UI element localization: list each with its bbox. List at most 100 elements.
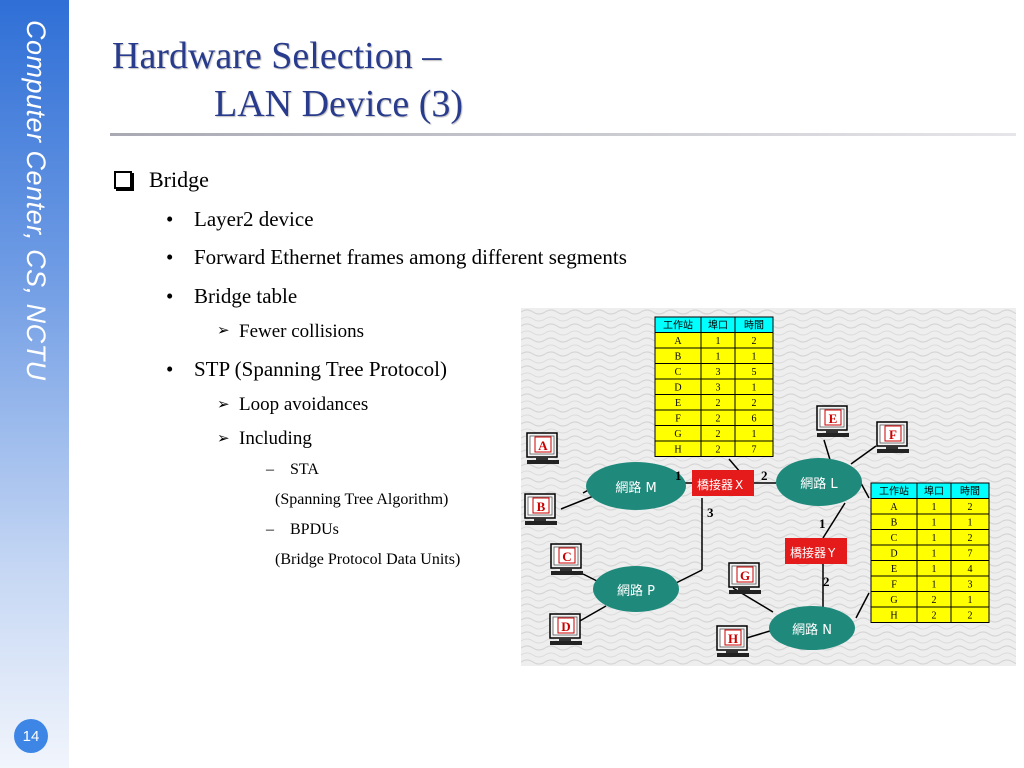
outline-item-loop: Loop avoidances [239, 394, 369, 415]
bridge-x-table-cell: 2 [752, 336, 757, 347]
dash-bullet-icon: – [266, 521, 274, 538]
port-x2: 2 [761, 468, 768, 483]
outline-item-including: Including [239, 428, 312, 449]
arrow-bullet-icon: ➢ [217, 395, 230, 413]
network-m-label: 網路 M [615, 480, 656, 496]
station-h: H [716, 625, 750, 658]
bridge-y-table-cell: D [890, 549, 897, 560]
bridge-x-table-cell: B [675, 352, 682, 363]
station-g: G [728, 562, 762, 595]
station-label: F [889, 427, 897, 442]
station-d: D [549, 613, 583, 646]
bridge-y-table-header-2: 時間 [960, 486, 980, 498]
bridge-y-table-cell: 1 [932, 533, 937, 544]
sidebar-label: Computer Center, CS, NCTU [21, 20, 51, 381]
outline-item-sta: STA [290, 461, 319, 478]
station-label: G [740, 568, 750, 583]
bridge-x-table-cell: H [674, 445, 681, 456]
station-label: C [562, 549, 571, 564]
port-x1: 1 [675, 468, 682, 483]
dot-bullet-icon: • [166, 284, 174, 308]
title-line-2: LAN Device (3) [214, 83, 464, 125]
bridge-x-table-cell: 1 [752, 429, 757, 440]
arrow-bullet-icon: ➢ [217, 321, 230, 339]
bridge-x-table-header-0: 工作站 [663, 319, 693, 332]
bridge-x-table-cell: 2 [716, 398, 721, 409]
bridge-x-table-cell: D [674, 383, 681, 394]
bridge-y-table-cell: 1 [932, 502, 937, 513]
bridge-x-table-cell: A [674, 336, 682, 347]
checkbox-bullet-icon [114, 171, 132, 189]
outline-item-bpdus-full: (Bridge Protocol Data Units) [275, 551, 461, 568]
network-l-label: 網路 L [800, 476, 838, 492]
outline-item-layer2: Layer2 device [194, 207, 314, 231]
page-number-badge: 14 [14, 719, 48, 753]
bridge-x-table-cell: 5 [752, 367, 757, 378]
bridge-y-table-header-1: 埠口 [924, 485, 944, 498]
port-y2: 2 [823, 574, 830, 589]
outline-item-stp: STP (Spanning Tree Protocol) [194, 357, 447, 381]
bridge-x-table-cell: 7 [752, 445, 757, 456]
bridge-y-table-cell: 4 [968, 564, 973, 575]
port-y1: 1 [819, 516, 826, 531]
station-e: E [816, 405, 850, 438]
bridge-x-table-cell: 1 [716, 352, 721, 363]
network-p: 網路 P [593, 566, 679, 612]
arrow-bullet-icon: ➢ [217, 429, 230, 447]
bridge-y-table-cell: G [890, 595, 897, 606]
dot-bullet-icon: • [166, 357, 174, 381]
bridge-x-table-cell: G [674, 429, 681, 440]
dot-bullet-icon: • [166, 207, 174, 231]
bridge-y-table-cell: 1 [932, 580, 937, 591]
bridge-y-table-cell: 1 [932, 518, 937, 529]
bridge-y-table-cell: 2 [968, 502, 973, 513]
station-label: B [537, 499, 546, 514]
station-label: E [829, 411, 838, 426]
bridge-y-table-cell: 1 [968, 595, 973, 606]
bridge-y-table-cell: 2 [932, 611, 937, 622]
bridge-x-table-cell: 1 [716, 336, 721, 347]
bridge-x-table-cell: 2 [752, 398, 757, 409]
outline-item-fewer-collisions: Fewer collisions [239, 321, 365, 342]
outline-item-bridge-table: Bridge table [194, 284, 298, 308]
bridge-y-table-cell: 7 [968, 549, 973, 560]
dot-bullet-icon: • [166, 245, 174, 269]
bridge-x-table-cell: 2 [716, 429, 721, 440]
bridge-x-table-cell: F [675, 414, 681, 425]
network-m: 網路 M [586, 462, 686, 510]
bridge-x-table-cell: 6 [752, 414, 757, 425]
slide-title: Hardware Selection – LAN Device (3) [112, 32, 463, 128]
bridge-x-table-header-2: 時間 [744, 320, 764, 332]
title-divider [110, 133, 1016, 136]
station-label: H [728, 631, 738, 646]
bridge-y-table-header-0: 工作站 [879, 485, 909, 498]
bridge-x-table-cell: 1 [752, 383, 757, 394]
bridge-y-table-cell: 2 [968, 533, 973, 544]
sidebar [0, 0, 69, 768]
bridge-y-table-cell: 3 [968, 580, 973, 591]
dash-bullet-icon: – [266, 461, 274, 478]
bridge-y-table-cell: A [890, 502, 898, 513]
station-f: F [876, 421, 910, 454]
outline-item-forward: Forward Ethernet frames among different … [194, 245, 627, 269]
bridge-y-table-cell: H [890, 611, 897, 622]
bridge-y-table-cell: B [891, 518, 898, 529]
bridge-x-table-cell: 2 [716, 445, 721, 456]
bridge-y-table-cell: 2 [932, 595, 937, 606]
bridge-y-table-cell: 1 [968, 518, 973, 529]
bridge-x-table-header-1: 埠口 [708, 319, 728, 332]
station-label: D [561, 619, 570, 634]
station-c: C [550, 543, 584, 576]
bridge-x-table-cell: 2 [716, 414, 721, 425]
station-label: A [538, 438, 548, 453]
network-n-label: 網路 N [792, 622, 832, 638]
bridge-y-table-cell: E [891, 564, 897, 575]
network-l: 網路 L [776, 458, 862, 506]
bridge-y-table-cell: 1 [932, 564, 937, 575]
port-x3: 3 [707, 505, 714, 520]
bridge-y-table-cell: C [891, 533, 898, 544]
